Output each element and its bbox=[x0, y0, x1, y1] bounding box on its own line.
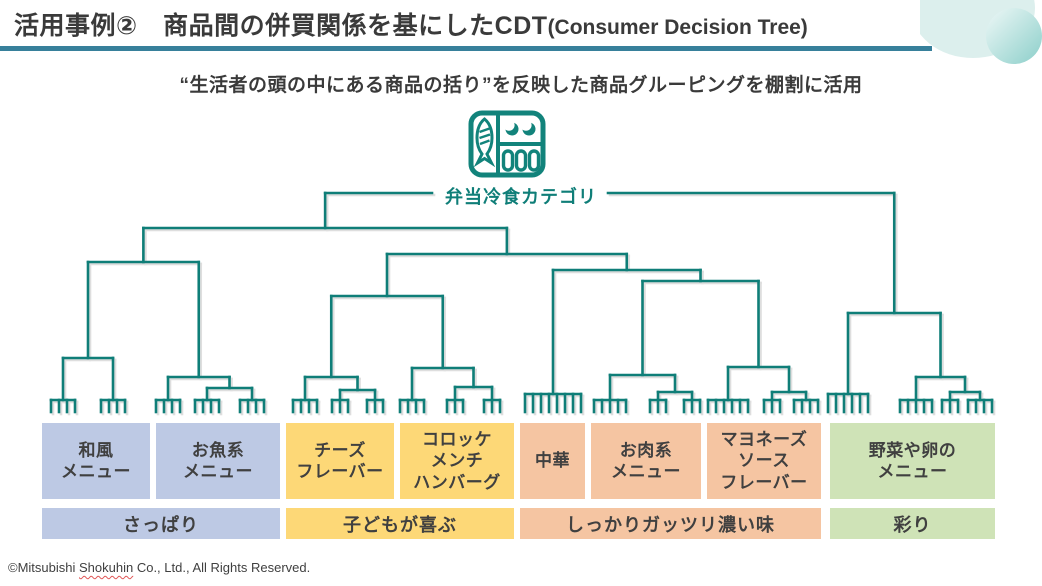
taste-group-box: さっぱり bbox=[42, 508, 280, 539]
taste-group-box: しっかりガッツリ濃い味 bbox=[520, 508, 821, 539]
product-group-box: マヨネーズ ソース フレーバー bbox=[707, 423, 821, 499]
product-group-box: コロッケ メンチ ハンバーグ bbox=[400, 423, 514, 499]
product-group-box: 野菜や卵の メニュー bbox=[830, 423, 995, 499]
product-group-box: 和風 メニュー bbox=[42, 423, 150, 499]
fish-stripe bbox=[479, 127, 490, 134]
page-title-jp: 活用事例② 商品間の併買関係を基にしたCDT bbox=[14, 12, 548, 40]
rice-roll-icons bbox=[501, 149, 541, 172]
taste-group-box: 彩り bbox=[830, 508, 995, 539]
page-title: 活用事例② 商品間の併買関係を基にしたCDT(Consumer Decision… bbox=[14, 6, 808, 42]
bento-outline bbox=[468, 110, 546, 178]
product-group-box: 中華 bbox=[520, 423, 585, 499]
copyright: ©Mitsubishi Shokuhin Co., Ltd., All Righ… bbox=[8, 560, 310, 575]
fish-icon bbox=[473, 117, 496, 168]
fish-stripe bbox=[479, 139, 490, 146]
copyright-company: Shokuhin bbox=[79, 560, 134, 575]
page-title-en: (Consumer Decision Tree) bbox=[547, 16, 808, 39]
bento-box-icon bbox=[468, 110, 546, 178]
fish-stripe bbox=[479, 133, 491, 140]
copyright-suffix: Co., Ltd., All Rights Reserved. bbox=[133, 560, 311, 575]
product-group-box: お魚系 メニュー bbox=[156, 423, 280, 499]
root-category-label: 弁当冷食カテゴリ bbox=[445, 187, 597, 207]
decorative-circles bbox=[920, 0, 1042, 64]
subtitle: “生活者の頭の中にある商品の括り”を反映した商品グルーピングを棚割に活用 bbox=[179, 75, 863, 96]
title-underline bbox=[0, 46, 932, 51]
product-group-box: お肉系 メニュー bbox=[591, 423, 701, 499]
deco-circle bbox=[986, 8, 1042, 64]
product-group-box: チーズ フレーバー bbox=[286, 423, 394, 499]
dendrogram bbox=[49, 191, 994, 414]
garnish-icons bbox=[503, 119, 536, 136]
copyright-prefix: ©Mitsubishi bbox=[8, 560, 79, 575]
taste-group-box: 子どもが喜ぶ bbox=[286, 508, 514, 539]
